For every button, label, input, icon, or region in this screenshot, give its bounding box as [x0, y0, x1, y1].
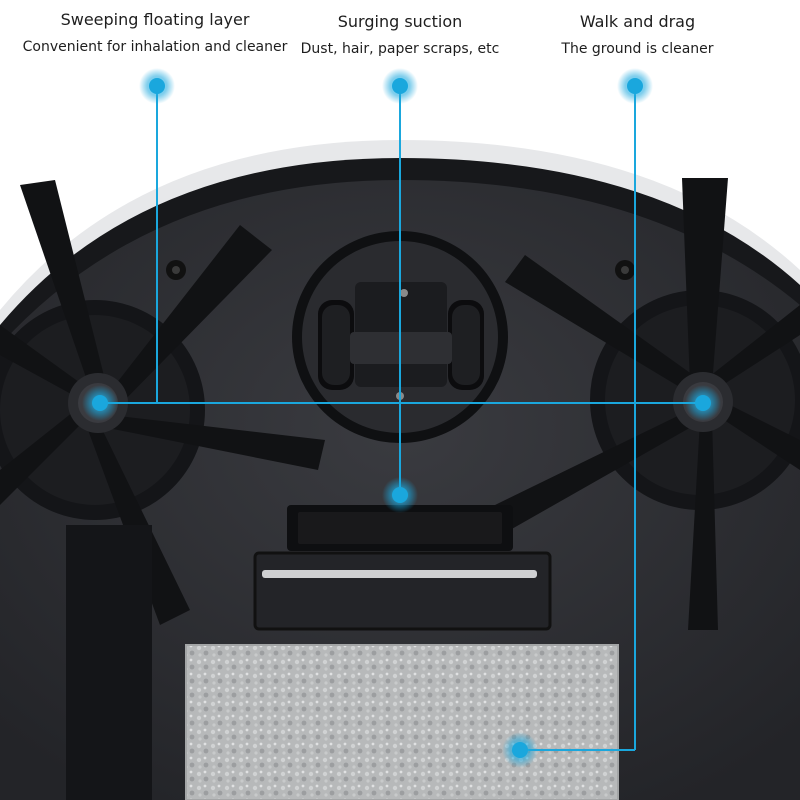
feature-title: Surging suction	[337, 12, 463, 31]
left-side-brush	[0, 180, 325, 625]
marker-dot-icon	[502, 732, 538, 768]
feature-title: Walk and drag	[579, 12, 696, 31]
suction-inlet	[287, 505, 513, 551]
callout-lines	[100, 86, 703, 751]
marker-dot-icon	[382, 477, 418, 513]
marker-dot-icon	[82, 385, 118, 421]
marker-dot-icon	[139, 68, 175, 104]
marker-dot-icon	[685, 385, 721, 421]
feature-label-sweeping: Sweeping floating layer Convenient for i…	[10, 10, 300, 56]
feature-label-mopping: Walk and drag The ground is cleaner	[545, 12, 730, 58]
side-panel	[66, 525, 152, 800]
marker-dot-icon	[382, 68, 418, 104]
marker-dot-icon	[617, 68, 653, 104]
mop-pad	[185, 644, 619, 800]
feature-label-suction: Surging suction Dust, hair, paper scraps…	[295, 12, 505, 58]
feature-subtitle: The ground is cleaner	[561, 41, 714, 57]
feature-title: Sweeping floating layer	[60, 10, 250, 29]
feature-subtitle: Dust, hair, paper scraps, etc	[300, 41, 500, 57]
dust-box-slot	[253, 551, 552, 631]
feature-subtitle: Convenient for inhalation and cleaner	[22, 39, 288, 55]
